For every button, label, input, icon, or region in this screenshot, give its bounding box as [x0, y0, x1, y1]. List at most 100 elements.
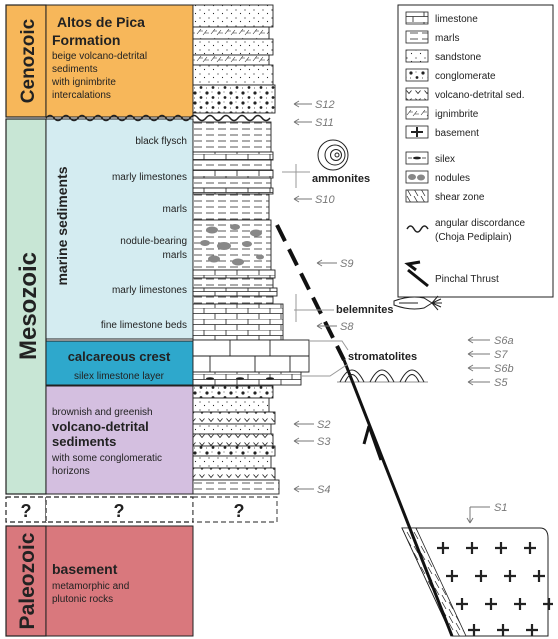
marine-unit-fine-limestone-beds: fine limestone beds: [101, 320, 187, 331]
litho-marl-4: [192, 295, 274, 305]
legend-swatch-nodules: [405, 170, 429, 184]
legend-label-nodules: nodules: [435, 173, 470, 184]
stromatolites-label: stromatolites: [348, 351, 417, 363]
era-paleozoic-box: [5, 525, 47, 637]
legend-label-basement: basement: [435, 128, 479, 139]
legend-swatch-limestone: [405, 11, 429, 25]
era-unknown-box: [5, 496, 47, 523]
era-column: Cenozoic Mesozoic ? Paleozoic: [5, 4, 47, 637]
era-unknown-label: ?: [21, 501, 32, 521]
stromatolites-connector-bottom: [301, 363, 349, 377]
sample-s11: S11: [315, 117, 334, 129]
litho-marl-3: [192, 277, 274, 289]
sample-s6b: S6b: [494, 363, 514, 375]
litho-black-flysch: [192, 121, 272, 153]
stromatolite-icon: [337, 369, 428, 383]
litho-ignimbrite-1: [192, 26, 270, 40]
marine-unit-marly-limestones-lower: marly limestones: [112, 285, 187, 296]
litho-sandstone-2: [192, 38, 274, 56]
litho-volcanic-2: [192, 433, 274, 447]
era-mesozoic-label: Mesozoic: [15, 252, 42, 360]
altos-title-1: Altos de Pica: [57, 14, 145, 30]
legend-label-ignimbrite: ignimbrite: [435, 109, 479, 120]
basement-desc-1: metamorphic and: [52, 581, 129, 592]
calcareous-crest-box: [45, 340, 194, 386]
altos-desc-4: intercalations: [52, 90, 111, 101]
lithologic-column: [192, 4, 310, 523]
formation-unknown-box: [45, 496, 194, 523]
litho-marl-2: [192, 177, 272, 189]
legend-swatch-discordance: [406, 225, 429, 233]
formation-column: Altos de Pica Formation beige volcano-de…: [45, 4, 194, 637]
volc-title-2: sediments: [52, 434, 116, 449]
basement-title: basement: [52, 561, 118, 577]
marine-unit-black-flysch: black flysch: [135, 136, 187, 147]
calc-crest-sub: silex limestone layer: [74, 371, 165, 382]
legend-swatch-basement: [405, 125, 429, 139]
legend-swatch-shear-zone: [405, 189, 429, 203]
legend-label-thrust: Pinchal Thrust: [435, 274, 499, 285]
basement-crosses: [437, 542, 553, 636]
litho-silex-layer: [192, 371, 302, 386]
litho-ignimbrite-2: [192, 54, 270, 66]
sample-s9: S9: [340, 258, 353, 270]
litho-nodules: [200, 224, 264, 266]
legend-swatch-silex: [405, 151, 429, 165]
ammonites-label: ammonites: [312, 173, 370, 185]
sample-s3: S3: [317, 436, 331, 448]
sample-s12: S12: [315, 99, 335, 111]
legend-label-discordance: angular discordance: [435, 218, 525, 229]
litho-volcanic-1: [192, 411, 276, 425]
era-cenozoic-label: Cenozoic: [18, 18, 39, 103]
sample-s2: S2: [317, 419, 330, 431]
altos-desc-2: sediments: [52, 64, 98, 75]
legend-swatch-volcano-detrital: [405, 87, 429, 101]
legend-label-shear-zone: shear zone: [435, 192, 485, 203]
sample-s6a: S6a: [494, 335, 514, 347]
legend: limestone marls sandstone conglomerate v…: [397, 4, 554, 298]
sample-s7: S7: [494, 349, 508, 361]
legend-label-discordance-2: (Choja Pediplain): [435, 232, 512, 243]
sample-markers: [293, 100, 490, 524]
legend-box: [397, 4, 554, 298]
legend-label-limestone: limestone: [435, 14, 478, 25]
sample-s5: S5: [494, 377, 508, 389]
litho-marly-limestone-5: [192, 287, 278, 297]
legend-swatch-conglomerate: [405, 68, 429, 82]
ammonites-bracket: [282, 164, 310, 188]
litho-marl-base: [192, 479, 280, 495]
litho-marly-limestone-4: [192, 269, 276, 279]
pinchal-thrust: [275, 224, 454, 637]
sample-s4: S4: [317, 484, 330, 496]
legend-swatch-marls: [405, 30, 429, 44]
litho-marl-1: [192, 159, 272, 171]
altos-title-2: Formation: [52, 32, 120, 48]
legend-label-sandstone: sandstone: [435, 52, 482, 63]
belemnites-label: belemnites: [336, 304, 393, 316]
belemnites-bracket: [294, 294, 334, 322]
litho-marly-limestone-3: [192, 187, 274, 195]
litho-conglomerate-top: [192, 84, 276, 114]
legend-swatch-ignimbrite: [405, 106, 429, 120]
basement-desc-2: plutonic rocks: [52, 594, 113, 605]
ammonite-icon: [317, 139, 349, 171]
litho-conglomerate-2: [192, 445, 276, 457]
angular-discordance-line: [45, 114, 271, 122]
marine-unit-nodule-marls: marls: [163, 250, 187, 261]
marine-unit-nodule-bearing: nodule-bearing: [120, 236, 187, 247]
litho-volcanic-3: [192, 467, 276, 481]
era-paleozoic-label: Paleozoic: [16, 532, 39, 629]
stromatolites-connector-top: [309, 340, 349, 351]
litho-unknown-label: ?: [234, 501, 245, 521]
calc-crest-title: calcareous crest: [68, 349, 171, 364]
litho-marly-limestone-1: [192, 151, 274, 161]
litho-unknown-box: [192, 496, 278, 523]
litho-sandstone-6: [192, 455, 272, 469]
litho-sandstone-4: [192, 397, 270, 413]
litho-sandstone-top: [192, 4, 274, 28]
litho-marly-limestone-2: [192, 169, 274, 179]
legend-label-conglomerate: conglomerate: [435, 71, 496, 82]
sample-s8: S8: [340, 321, 354, 333]
legend-label-silex: silex: [435, 154, 455, 165]
